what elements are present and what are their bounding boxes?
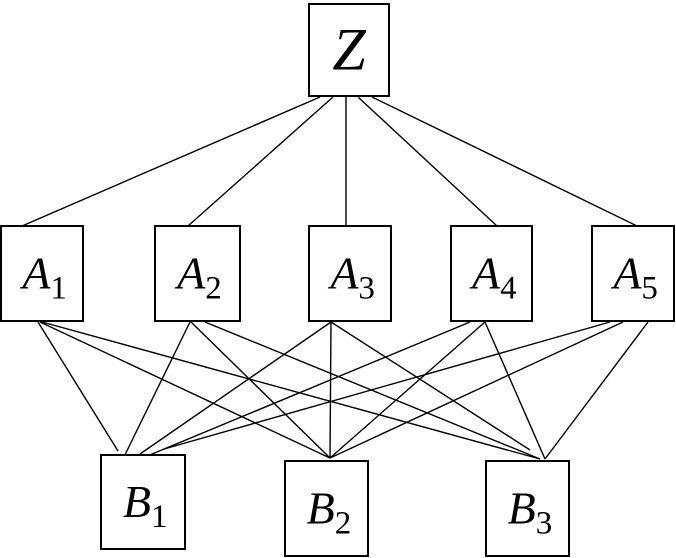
node-letter: B — [508, 483, 536, 534]
node-letter: A — [327, 248, 359, 299]
node-letter: B — [123, 476, 151, 527]
edge-a1-b1 — [37, 321, 119, 452]
node-label-z: Z — [332, 16, 366, 82]
node-box-a1 — [0, 225, 84, 322]
node-label-a4: A4 — [469, 248, 517, 307]
edge-a3-b1 — [139, 321, 332, 455]
node-subscript: 1 — [151, 499, 168, 535]
node-subscript: 5 — [641, 271, 658, 307]
edge-a5-b2 — [329, 321, 624, 459]
node-a1: A1 — [0, 225, 84, 322]
edge-a4-b3 — [484, 321, 546, 460]
node-box-b3 — [485, 460, 570, 557]
edge-a1-b3 — [41, 321, 541, 460]
node-box-b2 — [284, 460, 369, 557]
node-label-a1: A1 — [19, 248, 67, 307]
node-letter: A — [174, 248, 206, 299]
node-a2: A2 — [154, 225, 241, 322]
node-subscript: 3 — [358, 271, 375, 307]
node-a4: A4 — [450, 225, 533, 322]
node-b3: B3 — [485, 460, 570, 557]
node-letter: B — [307, 483, 335, 534]
node-label-b1: B1 — [123, 476, 168, 535]
edge-a2-b2 — [190, 321, 331, 459]
edge-a2-b1 — [119, 321, 191, 466]
node-subscript: 4 — [500, 271, 517, 307]
node-label-a5: A5 — [610, 248, 658, 307]
node-b2: B2 — [284, 460, 369, 557]
edge-a3-b2 — [329, 321, 332, 459]
node-label-b2: B2 — [307, 483, 352, 542]
edge-a4-b2 — [329, 321, 486, 459]
edge-a5-b3 — [544, 321, 649, 460]
node-letter: A — [610, 248, 642, 299]
node-label-a3: A3 — [327, 248, 375, 307]
node-subscript: 3 — [536, 506, 553, 542]
node-z: Z — [308, 3, 390, 97]
node-subscript: 1 — [50, 271, 67, 307]
edge-z-a5 — [371, 96, 638, 227]
node-subscript: 2 — [205, 271, 222, 307]
node-box-a3 — [308, 225, 392, 322]
edge-a3-b3 — [330, 321, 531, 451]
node-subscript: 2 — [335, 506, 352, 542]
node-box-b1 — [100, 454, 186, 550]
node-letter: A — [469, 248, 501, 299]
node-label-a2: A2 — [174, 248, 222, 307]
node-a3: A3 — [308, 225, 392, 322]
node-b1: B1 — [100, 454, 186, 550]
node-box-a4 — [450, 225, 533, 322]
node-a5: A5 — [591, 225, 675, 322]
node-box-z — [308, 3, 390, 97]
edge-z-a1 — [21, 96, 321, 227]
edge-z-a2 — [187, 96, 334, 227]
edge-a2-b3 — [204, 321, 541, 460]
edge-a5-b1 — [163, 321, 611, 450]
edge-a4-b1 — [127, 321, 471, 465]
edge-z-a4 — [357, 96, 498, 227]
edge-a1-b2 — [39, 321, 331, 459]
node-box-a2 — [154, 225, 241, 322]
node-letter: A — [19, 248, 51, 299]
node-label-b3: B3 — [508, 483, 553, 542]
node-box-a5 — [591, 225, 675, 322]
edges-layer — [21, 96, 649, 466]
